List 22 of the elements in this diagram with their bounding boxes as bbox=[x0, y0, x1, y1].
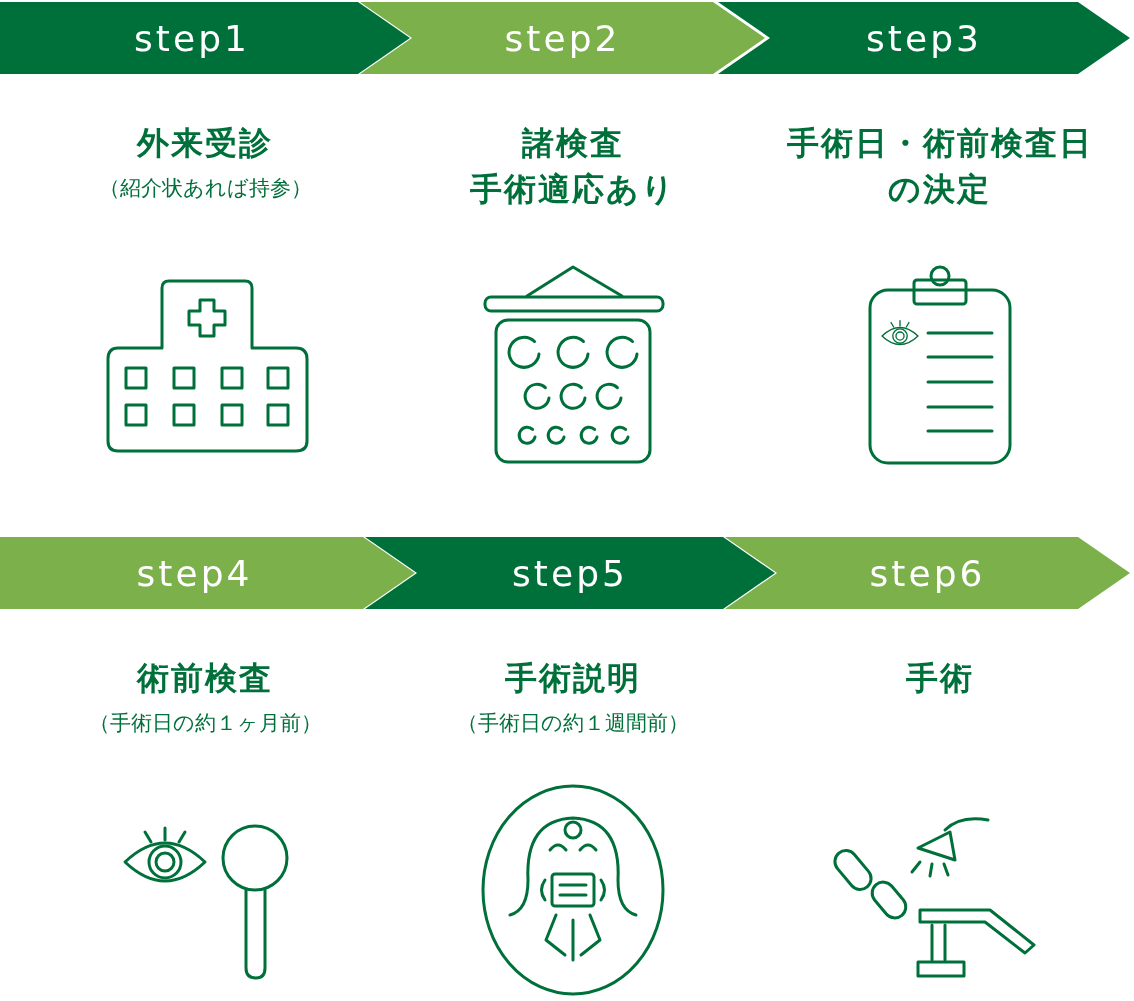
step-title: 手術説明 bbox=[505, 658, 641, 699]
step-title: 手術適応あり bbox=[470, 169, 676, 211]
step-label: step2 bbox=[504, 17, 621, 59]
step-label: step5 bbox=[512, 552, 628, 594]
step-title: 諸検査 bbox=[522, 123, 624, 164]
step-banner bbox=[365, 537, 775, 609]
step-title: 術前検査 bbox=[137, 658, 273, 699]
step-title: 手術 bbox=[906, 658, 974, 699]
step-banner bbox=[718, 2, 1130, 74]
step-label: step4 bbox=[136, 552, 253, 594]
step-title: 外来受診 bbox=[137, 123, 273, 164]
step-banner bbox=[360, 2, 765, 74]
step-title: 手術日・術前検査日の決定 bbox=[786, 123, 1094, 211]
step-note: （紹介状あれば持参） bbox=[98, 175, 312, 203]
step-banner bbox=[0, 537, 415, 609]
step-banner bbox=[725, 537, 1130, 609]
step-note: （手術日の約１ヶ月前） bbox=[88, 710, 322, 738]
step-label: step1 bbox=[134, 17, 250, 59]
step-note: （手術日の約１週間前） bbox=[457, 710, 689, 738]
step-banner bbox=[0, 2, 410, 74]
step-label: step6 bbox=[869, 552, 986, 594]
step-label: step3 bbox=[866, 17, 982, 59]
